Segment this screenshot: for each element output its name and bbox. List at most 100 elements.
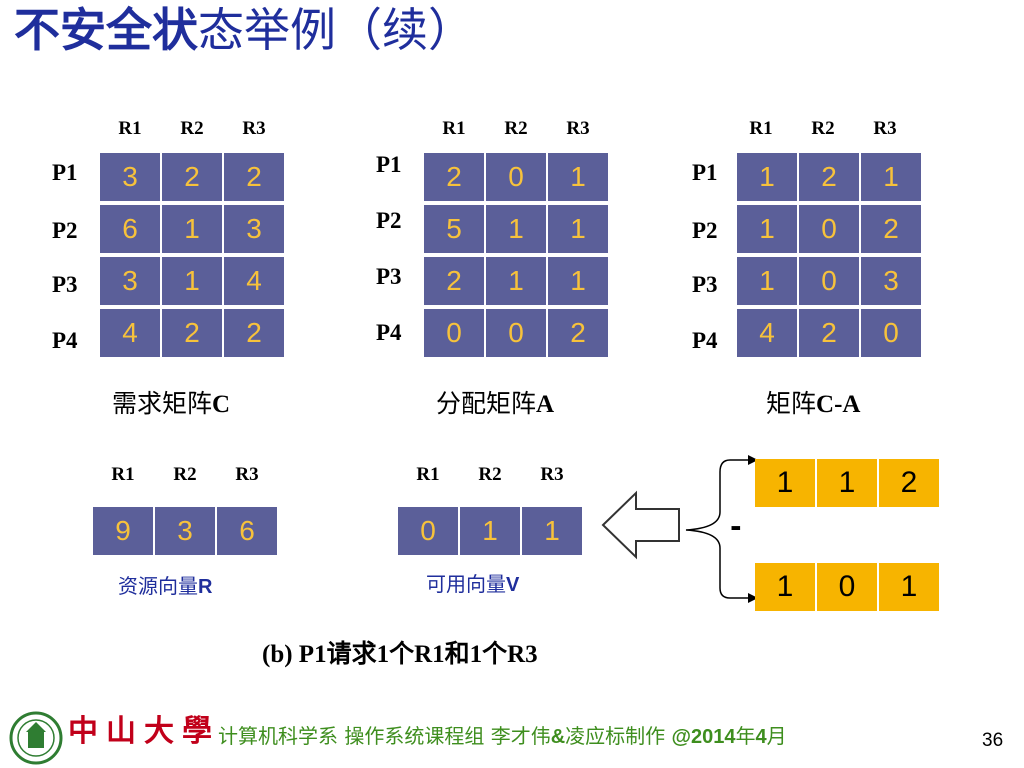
matrix-cell: 2 (424, 153, 484, 201)
matrix-cell: 2 (162, 153, 222, 201)
matrix-caption: 需求矩阵C (112, 389, 230, 420)
col-header: R3 (566, 118, 590, 139)
matrix-cell: 0 (424, 309, 484, 357)
matrix-cell: 2 (799, 153, 859, 201)
matrix-cell: 0 (486, 309, 546, 357)
col-header: R1 (111, 464, 135, 485)
row-label: P1 (376, 152, 402, 177)
matrix-cell: 2 (548, 309, 608, 357)
col-header: R2 (504, 118, 528, 139)
matrix-cell: 0 (799, 205, 859, 253)
vector-caption: 资源向量R (118, 574, 212, 599)
matrix-cell: 1 (548, 257, 608, 305)
col-header: R1 (118, 118, 142, 139)
matrix-cell: 4 (224, 257, 284, 305)
col-header: R3 (540, 464, 564, 485)
matrix-cell: 1 (861, 153, 921, 201)
caption-en: V (506, 574, 520, 596)
row-label: P1 (52, 160, 78, 185)
caption-cn: 资源向量 (118, 574, 198, 598)
col-header: R1 (442, 118, 466, 139)
matrix-cell: 2 (224, 153, 284, 201)
request-cell: 1 (755, 563, 815, 611)
caption-en: A (536, 391, 555, 418)
footer-dept: 计算机科学系 操作系统课程组 李才伟 (218, 724, 551, 748)
matrix-cell: 3 (224, 205, 284, 253)
row-label: P2 (52, 218, 78, 243)
page-number: 36 (982, 730, 1004, 751)
matrix-cell: 2 (861, 205, 921, 253)
matrix-cell: 1 (486, 257, 546, 305)
matrix-cell: 0 (861, 309, 921, 357)
row-label: P4 (52, 328, 78, 353)
slide-title: 不安全状态举例（续） (14, 2, 474, 58)
matrix-cell: 4 (737, 309, 797, 357)
caption-cn: 矩阵 (766, 389, 817, 418)
matrix-cell: 2 (799, 309, 859, 357)
matrix-cell: 1 (737, 153, 797, 201)
vector-caption: 可用向量V (426, 572, 519, 597)
request-cell: 1 (755, 459, 815, 507)
request-cell: 0 (817, 563, 877, 611)
col-header: R1 (416, 464, 440, 485)
caption-cn: 需求矩阵 (112, 389, 213, 418)
caption-en: R (198, 576, 213, 598)
matrix-cell: 2 (162, 309, 222, 357)
matrix-cell: 1 (162, 205, 222, 253)
matrix-cell: 5 (424, 205, 484, 253)
matrix-cell: 1 (548, 205, 608, 253)
row-label: P2 (376, 208, 402, 233)
footer-amp: & (550, 726, 566, 748)
vector-cell: 1 (460, 507, 520, 555)
col-header: R2 (173, 464, 197, 485)
row-label: P3 (376, 264, 402, 289)
matrix-cell: 0 (799, 257, 859, 305)
slide-title-bold: 不安全状 (14, 3, 198, 57)
row-label: P1 (692, 160, 718, 185)
left-arrow-icon (601, 490, 680, 560)
caption-en: C (212, 391, 231, 418)
request-cell: 1 (879, 563, 939, 611)
col-header: R3 (235, 464, 259, 485)
matrix-cell: 1 (486, 205, 546, 253)
brace-arrows-icon (685, 455, 758, 603)
matrix-cell: 3 (100, 153, 160, 201)
request-cell: 1 (817, 459, 877, 507)
vector-cell: 6 (217, 507, 277, 555)
vector-cell: 3 (155, 507, 215, 555)
university-logo-text: 中山大學 (68, 714, 220, 749)
request-cell: 2 (879, 459, 939, 507)
col-header: R3 (873, 118, 897, 139)
footer-copyright: @2014 (671, 726, 736, 748)
caption-cn: 分配矩阵 (436, 389, 537, 418)
matrix-cell: 3 (100, 257, 160, 305)
row-label: P3 (52, 272, 78, 297)
matrix-cell: 3 (861, 257, 921, 305)
matrix-cell: 1 (548, 153, 608, 201)
row-label: P4 (376, 320, 402, 345)
col-header: R3 (242, 118, 266, 139)
matrix-cell: 1 (162, 257, 222, 305)
matrix-cell: 1 (737, 205, 797, 253)
slide-title-normal: 态举例（续） (198, 3, 474, 57)
row-label: P2 (692, 218, 718, 243)
matrix-cell: 2 (224, 309, 284, 357)
row-label: P4 (692, 328, 718, 353)
footer-year: 年 (735, 724, 756, 748)
caption-en: C-A (816, 391, 861, 418)
col-header: R2 (180, 118, 204, 139)
matrix-caption: 矩阵C-A (766, 389, 860, 420)
col-header: R2 (811, 118, 835, 139)
caption-cn: 可用向量 (426, 572, 506, 596)
col-header: R2 (478, 464, 502, 485)
matrix-cell: 1 (737, 257, 797, 305)
footer-credits: 计算机科学系 操作系统课程组 李才伟&凌应标制作 @2014年4月 (218, 722, 787, 751)
matrix-cell: 4 (100, 309, 160, 357)
minus-sign: - (730, 510, 742, 543)
footer-author: 凌应标制作 (565, 724, 672, 748)
matrix-cell: 0 (486, 153, 546, 201)
matrix-cell: 2 (424, 257, 484, 305)
row-label: P3 (692, 272, 718, 297)
matrix-caption: 分配矩阵A (436, 389, 554, 420)
vector-cell: 9 (93, 507, 153, 555)
